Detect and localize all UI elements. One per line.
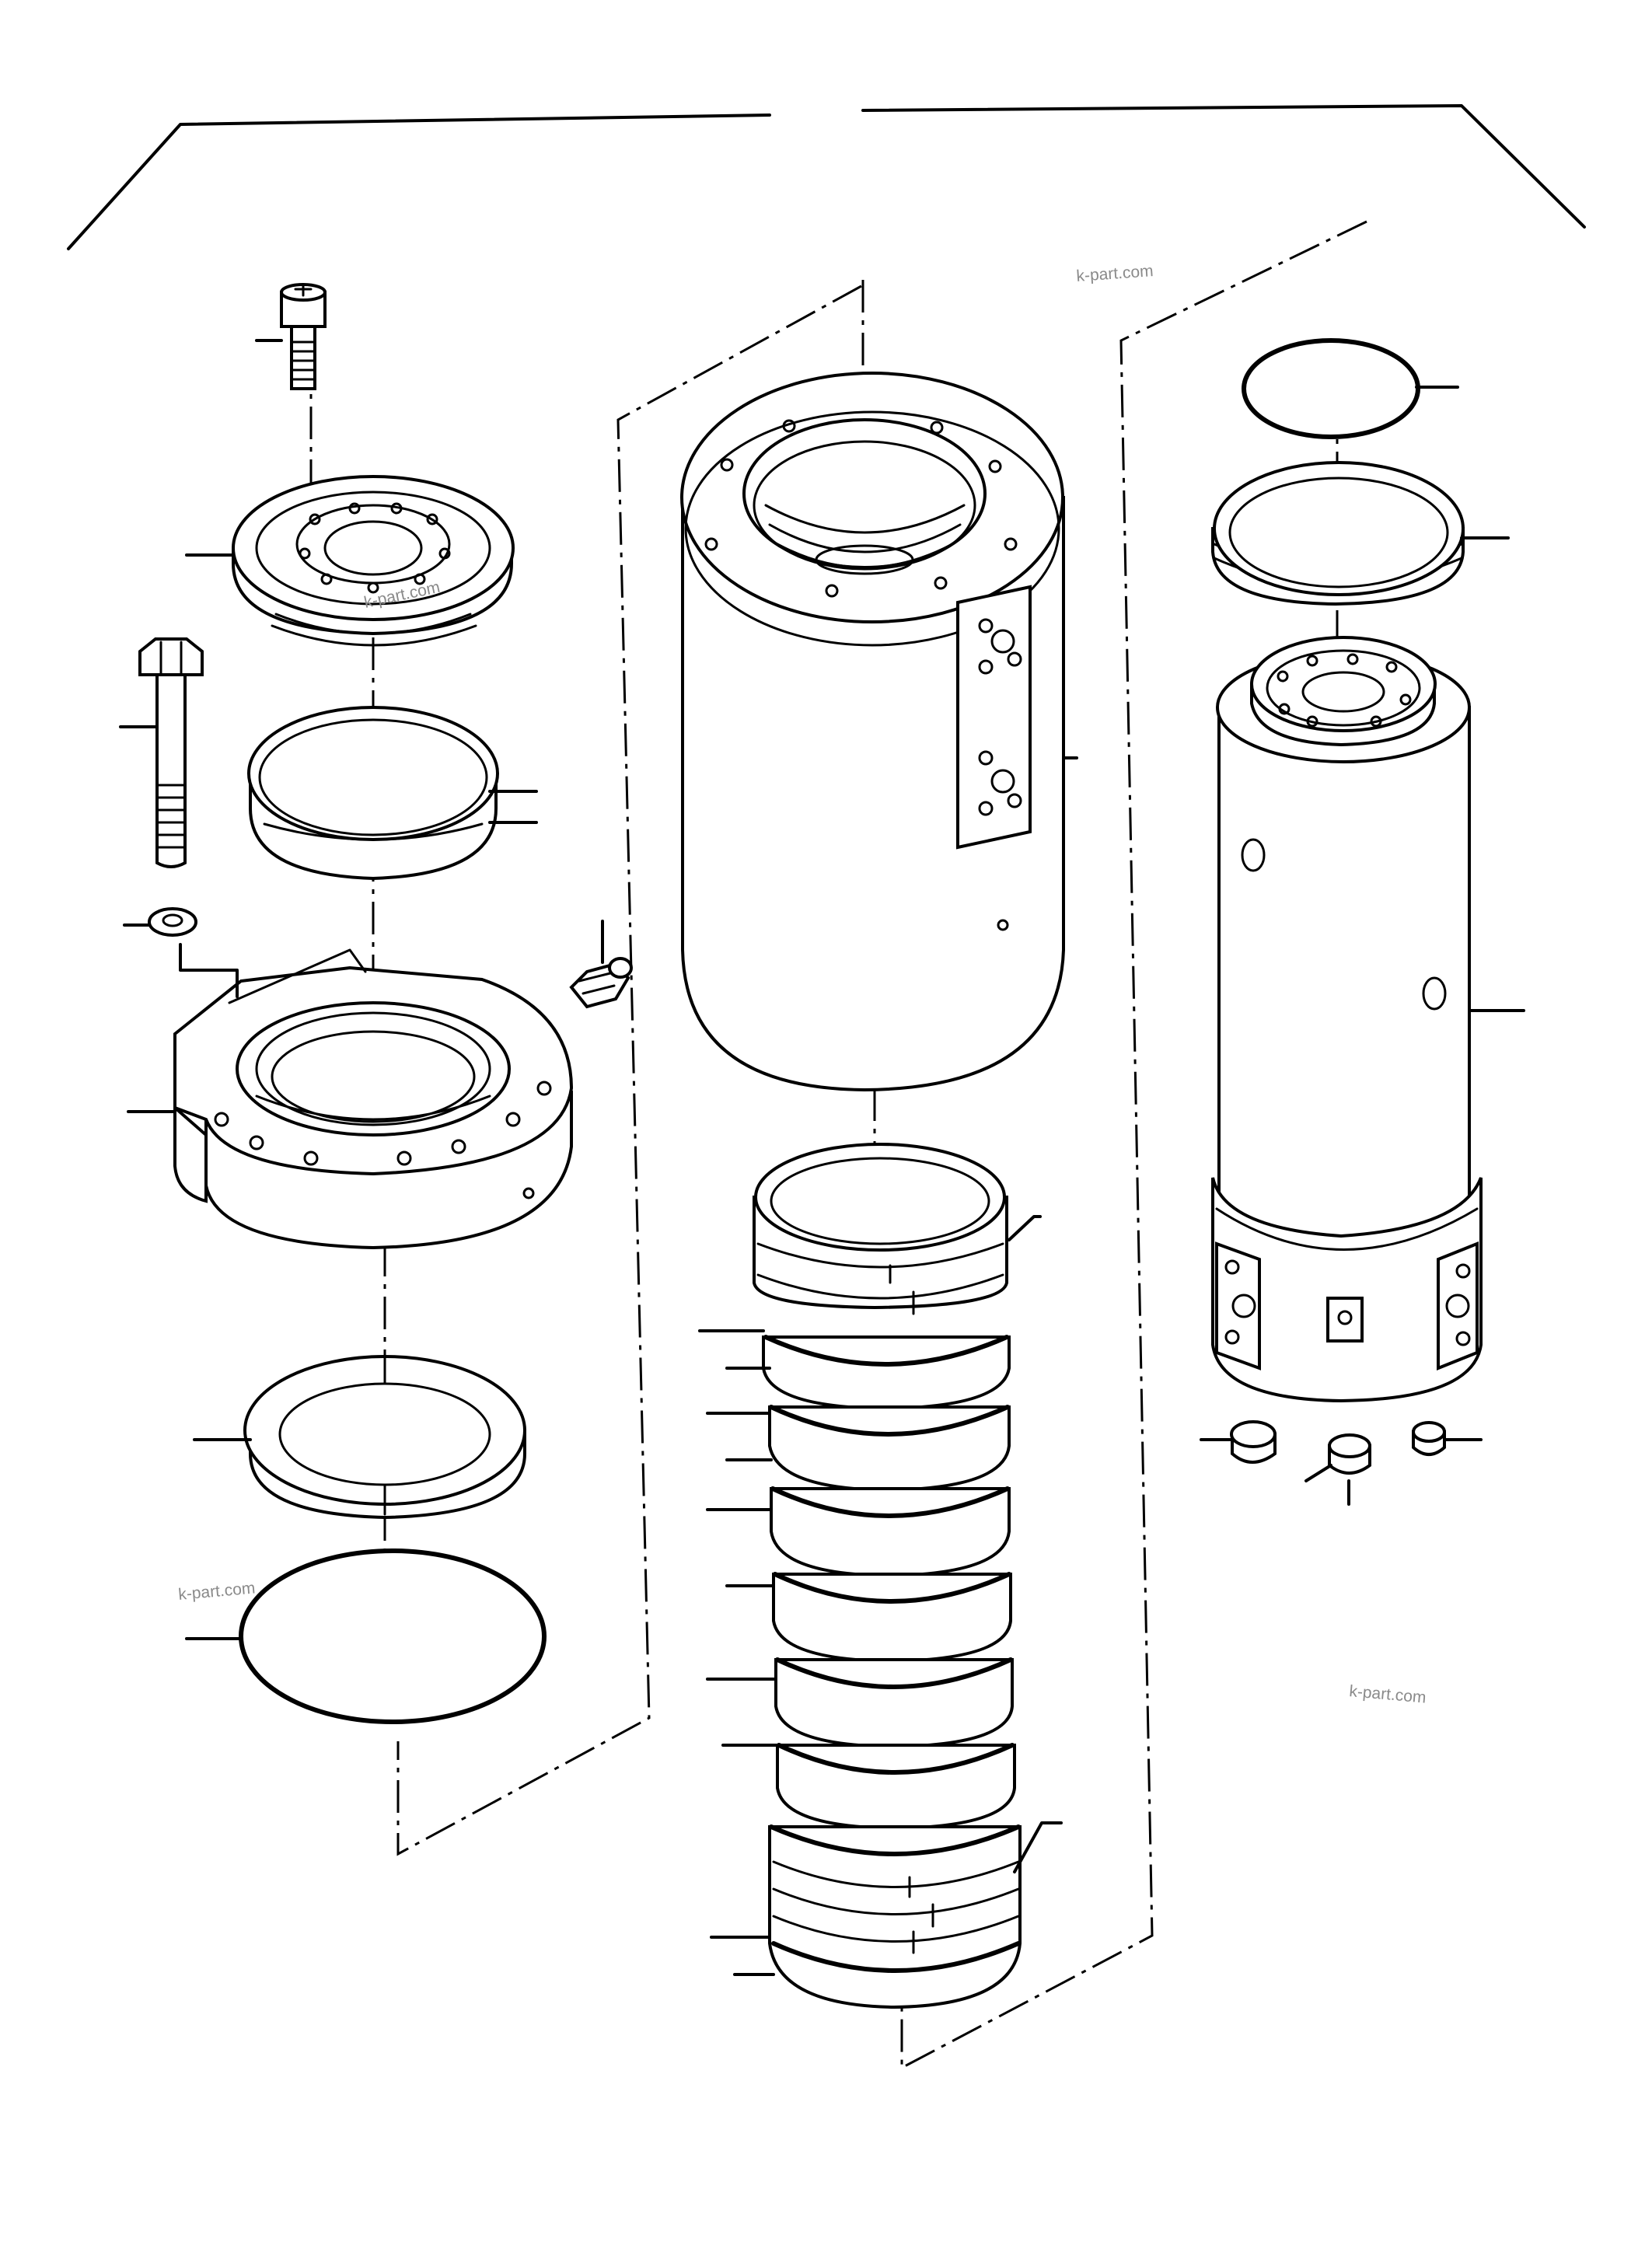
top-cover [185, 475, 515, 647]
watermark-mid-left: k-part.com [177, 1579, 256, 1604]
watermark-top-right: k-part.com [1076, 262, 1154, 285]
seal-ring-3 [770, 1486, 1011, 1578]
group-frames [396, 220, 1367, 2070]
plug-right [1412, 1421, 1483, 1456]
seal-ring-2 [768, 1405, 1011, 1493]
thrust-ring [193, 1355, 526, 1520]
slotted-rings [768, 1824, 1022, 2009]
washer [123, 907, 197, 937]
large-o-ring [185, 1548, 547, 1724]
bushing-ring [247, 706, 538, 881]
rotor-cylinder [680, 372, 1078, 1092]
assembly-bracket [67, 104, 1586, 250]
seal-ring-6 [776, 1743, 1016, 1831]
spindle-bolt-holes [1277, 653, 1412, 728]
port-plate [956, 585, 1032, 850]
seal-ring-1 [762, 1335, 1011, 1411]
hex-bolt [119, 637, 204, 868]
right-o-ring [1242, 338, 1459, 439]
socket-head-screw [255, 283, 327, 390]
seal-ring-4 [772, 1572, 1012, 1664]
grease-fitting [569, 920, 633, 1009]
plug-center [1304, 1433, 1371, 1506]
housing-bolt-holes [214, 1081, 552, 1199]
cover-bolt-holes [299, 502, 451, 594]
plug-left [1200, 1420, 1277, 1464]
seal-ring-5 [774, 1657, 1014, 1749]
seal-leaders [698, 1215, 1063, 1976]
spindle-base [1211, 1177, 1483, 1403]
spindle-shaft [1216, 636, 1525, 1248]
watermark-bottom-right: k-part.com [1349, 1682, 1427, 1707]
right-backup-ring [1211, 461, 1510, 606]
cylinder-bolt-holes [704, 419, 1018, 931]
swivel-housing [127, 943, 574, 1250]
seal-stack [698, 1143, 1063, 2009]
